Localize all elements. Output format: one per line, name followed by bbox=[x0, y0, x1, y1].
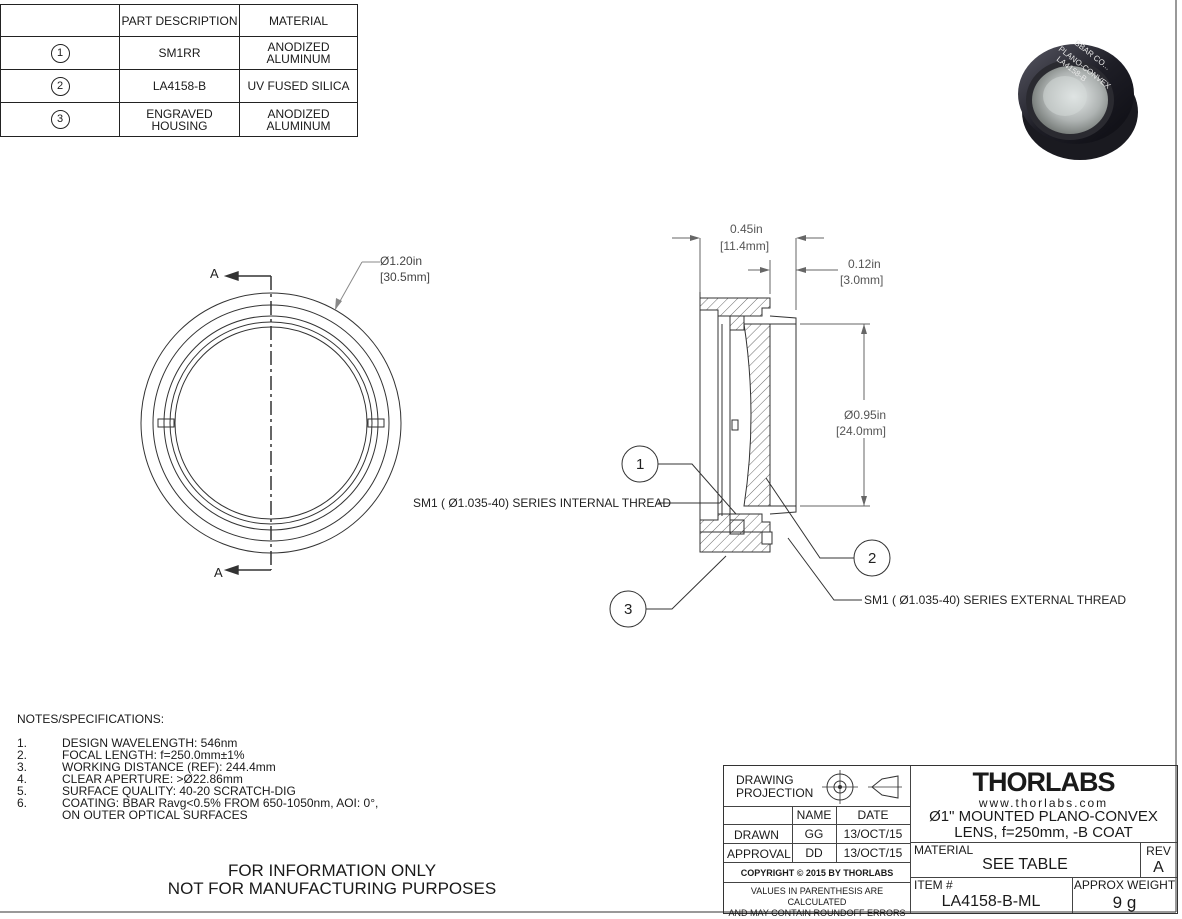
rev-value: A bbox=[1153, 859, 1164, 876]
approval-label: APPROVAL bbox=[727, 847, 791, 861]
dim-thread-mm: [3.0mm] bbox=[840, 273, 883, 287]
note-item: 3.WORKING DISTANCE (REF): 244.4mm bbox=[17, 760, 276, 774]
approval-name: DD bbox=[805, 846, 823, 860]
notes-section: NOTES/SPECIFICATIONS: 1.DESIGN WAVELENGT… bbox=[17, 713, 378, 821]
values-note: VALUES IN PARENTHESIS ARE CALCULATED AND… bbox=[728, 886, 906, 918]
section-arrow-top bbox=[223, 271, 271, 281]
front-view: A A Ø1.20in [30.5mm] bbox=[140, 254, 430, 580]
product-photo: PLANO-CONVEX LA4158-B BBAR CO... bbox=[1018, 38, 1138, 160]
website: www.thorlabs.com bbox=[978, 796, 1109, 810]
note-item: 5.SURFACE QUALITY: 40-20 SCRATCH-DIG bbox=[17, 784, 296, 798]
dim-thread-in: 0.12in bbox=[848, 257, 881, 271]
section-label-a: A bbox=[214, 565, 223, 580]
part-material: ANODIZED ALUMINUM bbox=[239, 102, 358, 137]
projection-symbol-icon bbox=[822, 770, 902, 804]
item-value: LA4158-B-ML bbox=[941, 893, 1041, 910]
drawn-name: GG bbox=[804, 827, 824, 841]
parts-row: 1 SM1RR ANODIZED ALUMINUM bbox=[0, 36, 358, 70]
dim-aperture-mm: [24.0mm] bbox=[836, 424, 886, 438]
part-description: ENGRAVED HOUSING bbox=[119, 102, 240, 137]
external-thread-callout: SM1 ( Ø1.035-40) SERIES EXTERNAL THREAD bbox=[864, 593, 1126, 607]
projection-label: DRAWING PROJECTION bbox=[736, 773, 814, 800]
drawn-date: 13/OCT/15 bbox=[843, 827, 903, 841]
dim-length-in: 0.45in bbox=[730, 222, 763, 236]
section-arrow-bottom bbox=[223, 565, 271, 575]
part-description: LA4158-B bbox=[119, 69, 240, 103]
drawn-label: DRAWN bbox=[734, 828, 779, 842]
note-item: 6.COATING: BBAR Ravg<0.5% FROM 650-1050n… bbox=[17, 796, 379, 810]
weight-label: APPROX WEIGHT bbox=[1073, 878, 1176, 892]
material-label: MATERIAL bbox=[914, 843, 974, 857]
section-view: 0.45in [11.4mm] 0.12in [3.0mm] Ø0.95in [… bbox=[413, 222, 1126, 628]
disclaimer: FOR INFORMATION ONLY NOT FOR MANUFACTURI… bbox=[167, 861, 497, 898]
notes-title: NOTES/SPECIFICATIONS: bbox=[17, 712, 165, 726]
part-description: SM1RR bbox=[119, 36, 240, 70]
note-item: 2.FOCAL LENGTH: f=250.0mm±1% bbox=[17, 748, 245, 762]
svg-text:3: 3 bbox=[624, 601, 632, 618]
part-number-balloon: 2 bbox=[50, 76, 70, 96]
parts-row: 2 LA4158-B UV FUSED SILICA bbox=[0, 69, 358, 103]
rev-label: REV bbox=[1146, 844, 1171, 858]
dim-aperture-in: Ø0.95in bbox=[844, 408, 886, 422]
parts-header-material: MATERIAL bbox=[239, 4, 358, 37]
dim-length-mm: [11.4mm] bbox=[720, 239, 769, 253]
section-label-a: A bbox=[210, 266, 219, 281]
thorlabs-logo: THORLABS bbox=[972, 767, 1116, 797]
weight-value: 9 g bbox=[1112, 893, 1137, 912]
drawing-title: Ø1" MOUNTED PLANO-CONVEX LENS, f=250mm, … bbox=[929, 808, 1158, 841]
svg-text:2: 2 bbox=[868, 550, 876, 567]
svg-text:1: 1 bbox=[636, 456, 644, 473]
parts-row: 3 ENGRAVED HOUSING ANODIZED ALUMINUM bbox=[0, 102, 358, 137]
parts-table: PART DESCRIPTION MATERIAL 1 SM1RR ANODIZ… bbox=[0, 4, 358, 137]
copyright: COPYRIGHT © 2015 BY THORLABS bbox=[740, 868, 894, 878]
dim-diameter-mm: [30.5mm] bbox=[380, 270, 430, 284]
part-material: ANODIZED ALUMINUM bbox=[239, 36, 358, 70]
parts-header-description: PART DESCRIPTION bbox=[119, 4, 240, 37]
name-header: NAME bbox=[796, 808, 832, 822]
note-item: ON OUTER OPTICAL SURFACES bbox=[62, 808, 248, 822]
note-item: 1.DESIGN WAVELENGTH: 546nm bbox=[17, 736, 238, 750]
title-block: DRAWING PROJECTION NAME DATE DRAWN GG 13… bbox=[723, 765, 1178, 918]
dim-length-lines bbox=[672, 237, 824, 310]
part-number-balloon: 3 bbox=[50, 110, 70, 129]
approval-date: 13/OCT/15 bbox=[843, 846, 903, 860]
internal-thread-callout: SM1 ( Ø1.035-40) SERIES INTERNAL THREAD bbox=[413, 496, 671, 510]
material-value: SEE TABLE bbox=[982, 856, 1068, 873]
part-number-balloon: 1 bbox=[50, 43, 70, 63]
note-item: 4.CLEAR APERTURE: >Ø22.86mm bbox=[17, 772, 243, 786]
part-material: UV FUSED SILICA bbox=[239, 69, 358, 103]
diameter-leader bbox=[334, 261, 380, 311]
dim-diameter-in: Ø1.20in bbox=[380, 254, 422, 268]
item-label: ITEM # bbox=[914, 878, 953, 892]
parts-header-blank bbox=[0, 4, 120, 37]
date-header: DATE bbox=[857, 808, 889, 822]
